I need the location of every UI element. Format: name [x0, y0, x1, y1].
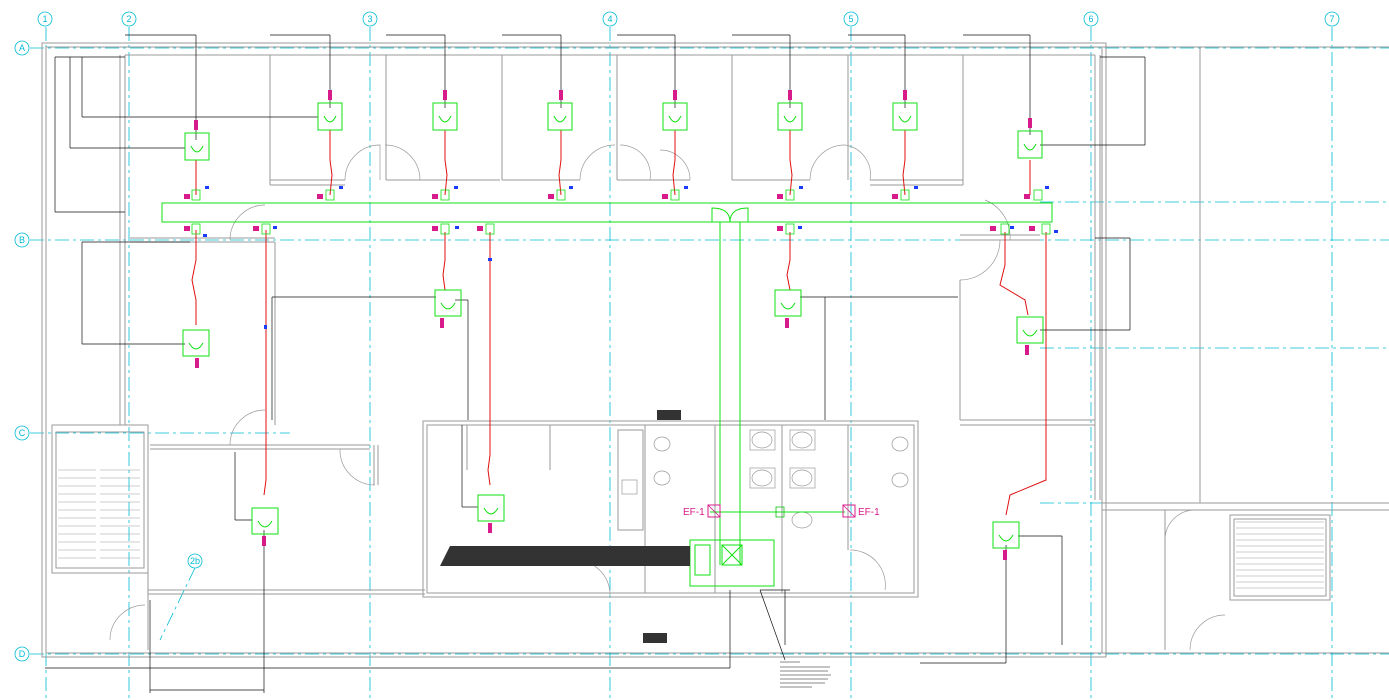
exhaust-fan-right: EF-1: [842, 504, 880, 518]
grid-label: 7: [1329, 14, 1334, 24]
grid-bubble-col-3: 3: [362, 11, 378, 27]
grid-label: 2: [126, 14, 131, 24]
blue-callouts: [203, 186, 1058, 329]
grid-bubble-row-c: C: [14, 425, 30, 441]
grid-bubble-row-a: A: [14, 40, 30, 56]
dimension-lines: [45, 34, 1146, 693]
grid-label: 6: [1088, 14, 1093, 24]
grid-label: C: [19, 428, 26, 438]
grid-lines: [30, 27, 1389, 700]
door-swings: [109, 144, 1226, 651]
louvers: [440, 410, 690, 643]
grid-bubble-col-5: 5: [843, 11, 859, 27]
grid-bubble-col-2: 2: [121, 11, 137, 27]
grid-bubble-col-1: 1: [37, 11, 53, 27]
grid-bubble-row-b: B: [14, 232, 30, 248]
vav-boxes: [182, 102, 1044, 549]
note-block: [780, 661, 831, 688]
ef-1-label-left: EF-1: [683, 507, 705, 518]
grid-label: 2b: [190, 556, 200, 566]
stair-west: [58, 469, 140, 559]
walls: [41, 42, 1389, 658]
grid-bubble-2b: 2b: [187, 553, 203, 569]
grid-label: B: [19, 235, 25, 245]
grid-column-bubbles: 1 2 3 4 5 6 7: [37, 11, 1340, 27]
grid-label: 1: [42, 14, 47, 24]
duct-taps: [191, 189, 1051, 235]
grid-label: A: [19, 43, 25, 53]
grid-label: D: [19, 649, 26, 659]
grid-bubble-col-4: 4: [602, 11, 618, 27]
grid-row-bubbles: A B C D 2b: [14, 40, 203, 662]
grid-label: 3: [367, 14, 372, 24]
stair-east: [1236, 521, 1324, 589]
exhaust-duct: [775, 506, 785, 518]
grid-bubble-col-6: 6: [1083, 11, 1099, 27]
ef-1-label-right: EF-1: [858, 507, 880, 518]
grid-label: 5: [848, 14, 853, 24]
grid-bubble-col-7: 7: [1324, 11, 1340, 27]
piping-red: [191, 130, 1047, 516]
exhaust-fan-left: EF-1: [683, 504, 721, 518]
equipment-tags: [184, 90, 1035, 560]
grid-label: 4: [607, 14, 612, 24]
grid-bubble-row-d: D: [14, 646, 30, 662]
